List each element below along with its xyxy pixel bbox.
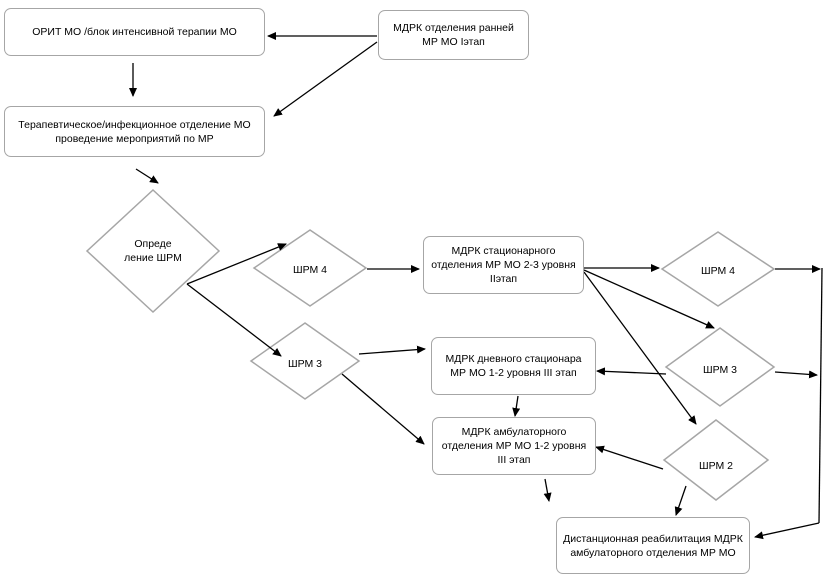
arrow-day-to-amb	[512, 395, 521, 417]
arrow-early-to-therapy	[273, 41, 378, 117]
right-vertical-connector	[818, 267, 823, 524]
arrow-therapy-to-definition	[135, 168, 159, 184]
arrow-shrm3-to-amb	[341, 373, 425, 445]
mdrk-stationary-box: МДРК стационарного отделения МР МО 2-3 у…	[423, 236, 584, 294]
shrm3-right-diamond	[664, 327, 776, 407]
arrow-stationary-to-shrm2	[583, 271, 697, 425]
arrow-right-edge-to-remote	[754, 522, 820, 540]
shrm3-right-label: ШРМ 3	[702, 364, 737, 376]
mdrk-amb-box: МДРК амбулаторного отделения МР МО 1-2 у…	[432, 417, 596, 475]
shrm2-label: ШРМ 2	[698, 460, 733, 472]
arrow-definition-to-shrm3	[186, 283, 282, 357]
shrm3-left-label: ШРМ 3	[287, 358, 322, 370]
arrow-shrm3-to-day-back	[596, 367, 667, 376]
shrm4-left-label: ШРМ 4	[292, 264, 327, 276]
mdrk-day-box: МДРК дневного стационара МР МО 1-2 уровн…	[431, 337, 596, 395]
shrm-definition-label: Опреде ление ШРМ	[124, 238, 182, 264]
shrm4-right-label: ШРМ 4	[700, 265, 735, 277]
mdrk-stationary-label: МДРК стационарного отделения МР МО 2-3 у…	[431, 245, 576, 285]
mdrk-early-label: МДРК отделения ранней МР МО Iэтап	[393, 22, 514, 48]
mdrk-early-box: МДРК отделения ранней МР МО Iэтап	[378, 10, 529, 60]
arrow-amb-down	[543, 478, 552, 502]
arrow-shrm3-right-out	[774, 370, 818, 379]
shrm-definition-diamond	[85, 188, 221, 314]
arrow-definition-to-shrm4	[186, 243, 287, 285]
arrow-stationary-to-shrm3	[583, 269, 715, 329]
arrow-shrm2-to-amb	[595, 445, 664, 470]
therapy-box: Терапевтическое/инфекционное отделение М…	[4, 106, 265, 157]
orit-box: ОРИТ МО /блок интенсивной терапии МО	[4, 8, 265, 56]
therapy-label: Терапевтическое/инфекционное отделение М…	[18, 118, 251, 145]
orit-label: ОРИТ МО /блок интенсивной терапии МО	[32, 26, 237, 38]
remote-rehab-label: Дистанционная реабилитация МДРК амбулато…	[563, 532, 743, 559]
shrm2-diamond	[662, 419, 770, 501]
mdrk-amb-label: МДРК амбулаторного отделения МР МО 1-2 у…	[441, 426, 587, 466]
shrm4-right-diamond	[660, 231, 776, 307]
remote-rehab-box: Дистанционная реабилитация МДРК амбулато…	[556, 517, 750, 574]
arrow-shrm2-to-remote	[674, 485, 687, 516]
arrow-shrm3-to-day	[358, 345, 426, 355]
mdrk-day-label: МДРК дневного стационара МР МО 1-2 уровн…	[445, 353, 582, 379]
shrm3-left-diamond	[249, 322, 361, 400]
